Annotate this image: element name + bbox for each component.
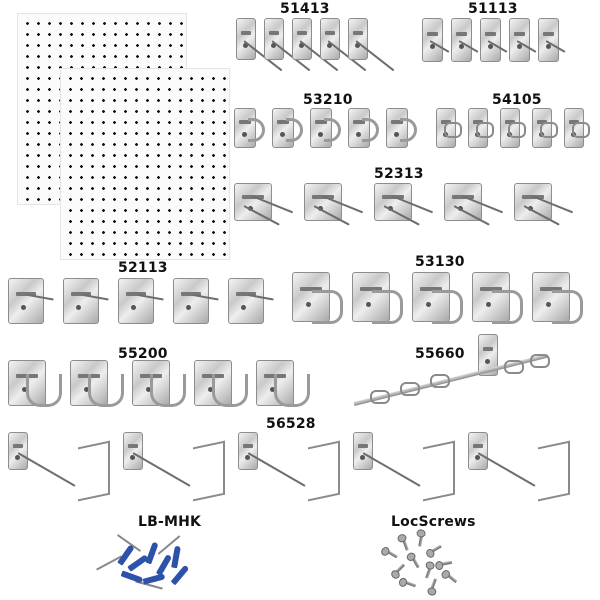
loop-hook <box>353 432 468 504</box>
ring-holder <box>436 108 468 152</box>
ring-holder <box>500 108 532 152</box>
group-52113 <box>8 278 283 326</box>
spring-clip <box>272 108 310 152</box>
j-hook <box>70 360 132 420</box>
hook-long-single <box>292 18 339 78</box>
hook-short-single <box>509 18 538 66</box>
label-53130: 53130 <box>415 254 465 270</box>
j-hook <box>8 360 70 420</box>
j-hook <box>194 360 256 420</box>
wide-clip <box>532 272 592 328</box>
spring-clip <box>310 108 348 152</box>
group-51113 <box>422 18 567 66</box>
wide-clip <box>292 272 352 328</box>
label-55660: 55660 <box>415 346 465 362</box>
short-double-hook <box>228 278 283 326</box>
spring-clip <box>234 108 272 152</box>
double-rod-hook <box>374 183 444 233</box>
loop-hook <box>123 432 238 504</box>
label-locscrews: LocScrews <box>391 514 476 530</box>
label-55200: 55200 <box>118 346 168 362</box>
label-51413: 51413 <box>280 1 330 17</box>
anchor-hardware-kit <box>95 532 205 598</box>
short-double-hook <box>8 278 63 326</box>
group-52313 <box>234 183 584 233</box>
label-52313: 52313 <box>374 166 424 182</box>
loop-hook <box>8 432 123 504</box>
label-lb-mhk: LB-MHK <box>138 514 202 530</box>
group-56528 <box>8 432 583 504</box>
label-56528: 56528 <box>266 416 316 432</box>
double-rod-hook <box>304 183 374 233</box>
label-53210: 53210 <box>303 92 353 108</box>
ring-holder <box>532 108 564 152</box>
hook-long-single <box>264 18 311 78</box>
short-double-hook <box>173 278 228 326</box>
hook-long-single <box>320 18 367 78</box>
double-rod-hook <box>234 183 304 233</box>
hook-long-single <box>236 18 283 78</box>
j-hook <box>256 360 318 420</box>
hook-short-single <box>538 18 567 66</box>
hook-long-single <box>348 18 395 78</box>
hook-short-single <box>451 18 480 66</box>
double-rod-hook <box>514 183 584 233</box>
loop-hook <box>468 432 583 504</box>
hook-short-single <box>422 18 451 66</box>
ring-holder <box>564 108 596 152</box>
group-53130 <box>292 272 592 328</box>
label-51113: 51113 <box>468 1 518 17</box>
group-51413 <box>236 18 395 78</box>
group-53210 <box>234 108 424 152</box>
short-double-hook <box>118 278 173 326</box>
group-54105 <box>436 108 596 152</box>
spring-clip <box>386 108 424 152</box>
label-52113: 52113 <box>118 260 168 276</box>
double-rod-hook <box>444 183 514 233</box>
group-55200 <box>8 360 318 420</box>
wide-clip <box>352 272 412 328</box>
label-54105: 54105 <box>492 92 542 108</box>
ring-holder <box>468 108 500 152</box>
pegboard-front <box>60 68 230 260</box>
wide-clip <box>472 272 532 328</box>
screw-pile <box>378 532 468 598</box>
short-double-hook <box>63 278 118 326</box>
multi-tool-rack <box>350 330 560 420</box>
loop-hook <box>238 432 353 504</box>
wide-clip <box>412 272 472 328</box>
hook-short-single <box>480 18 509 66</box>
j-hook <box>132 360 194 420</box>
spring-clip <box>348 108 386 152</box>
